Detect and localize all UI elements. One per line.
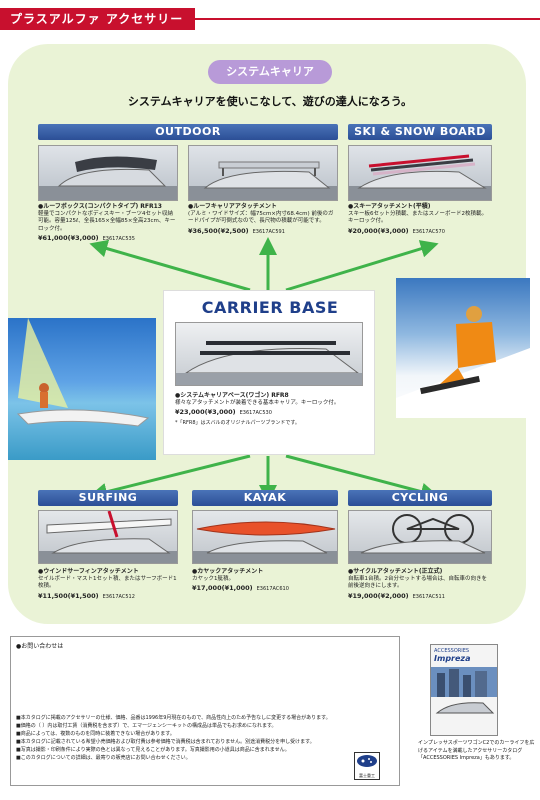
- subaru-logo: 富士重工: [354, 752, 380, 780]
- product-price: ¥11,500(¥1,500): [38, 591, 99, 600]
- carrier-base-title: CARRIER BASE: [201, 298, 339, 317]
- windsurf-attachment-illustration: [39, 511, 177, 563]
- product-price-line: ¥19,000(¥2,000)E3617AC511: [348, 591, 492, 602]
- contact-label: ●お問い合わせは: [16, 643, 64, 650]
- note-item: ■本カタログに記載されている希望小売価格および取付費は参考価格で消費税は含まれて…: [16, 739, 315, 745]
- header-bar: プラスアルファ アクセサリー: [0, 8, 540, 30]
- product-code: E3617AC511: [412, 593, 445, 600]
- product-name: ●システムキャリアベース(ワゴン) RFR8: [175, 392, 289, 399]
- photo-ski-attachment: [348, 145, 492, 201]
- product-price: ¥17,000(¥1,000): [192, 584, 253, 592]
- section-title: システムキャリア: [208, 60, 332, 84]
- product-price-line: ¥17,000(¥1,000)E3617AC610: [192, 584, 338, 594]
- product-code: E3617AC512: [102, 593, 135, 600]
- catalog-thumbnail: ACCESSORIES Impreza: [430, 644, 498, 736]
- product-price: ¥20,000(¥3,000): [348, 226, 409, 235]
- product-ski-attachment: ●スキーアタッチメント(平積) スキー板6セット分積載、またはスノーボード2枚積…: [348, 203, 492, 236]
- arrow-up-left: [89, 239, 251, 292]
- product-price-line: ¥61,000(¥3,000)E3617AC535: [38, 234, 178, 244]
- photo-kayak-attachment: [192, 510, 338, 564]
- product-roof-box: ●ルーフボックス(コンパクトタイプ) RFR13 軽量でコンパクトなボディスキー…: [38, 203, 178, 244]
- photo-cycle-attachment: [348, 510, 492, 564]
- product-name: ●ウインドサーフィンアタッチメント: [38, 568, 139, 575]
- kayak-attachment-illustration: [193, 521, 337, 563]
- product-code: E3617AC535: [102, 236, 135, 242]
- carrier-base-illustration: [176, 341, 362, 385]
- product-code: E3617AC530: [239, 410, 272, 416]
- product-price: ¥23,000(¥3,000): [175, 408, 236, 416]
- page-header-title: プラスアルファ アクセサリー: [0, 8, 195, 30]
- product-description: セイルボード・マスト1セット積、またはサーフボード1枚積。: [38, 575, 177, 590]
- product-code: E3617AC570: [412, 228, 445, 235]
- notes-list: ■本カタログに掲載のアクセサリーの仕様、価格、品番は1996年9月現在のもので、…: [16, 714, 336, 762]
- product-price-line: ¥11,500(¥1,500)E3617AC512: [38, 591, 178, 602]
- product-cycle-attachment: ●サイクルアタッチメント(正立式) 自転車1台積。2台分セットする場合は、自転車…: [348, 568, 492, 601]
- photo-snowboarder: [396, 278, 530, 418]
- product-price: ¥36,500(¥2,500): [188, 226, 249, 235]
- product-name: ●ルーフキャリアアタッチメント: [188, 203, 277, 210]
- arrow-up-right: [285, 240, 439, 292]
- product-name: ●カヤックアタッチメント: [192, 568, 264, 575]
- note-item: ■本カタログに掲載のアクセサリーの仕様、価格、品番は1996年9月現在のもので、…: [16, 715, 331, 721]
- category-cycling: CYCLING: [348, 490, 492, 506]
- snowboarder-illustration: [396, 306, 530, 418]
- arrows-down: [89, 454, 439, 503]
- product-note: *「RFR8」はスバルのオリジナルパーツブランドです。: [175, 419, 300, 426]
- catalog-caption: インプレッサスポーツワゴンC2でのカーライフを広げるアイテムを満載したアクセサリ…: [418, 740, 535, 761]
- ski-attachment-illustration: [349, 154, 491, 200]
- catalog-cover-image: [431, 667, 497, 714]
- lead-copy: システムキャリアを使いこなして、遊びの達人になろう。: [127, 95, 413, 108]
- arrow-down-right: [285, 454, 439, 501]
- roof-box-illustration: [39, 156, 177, 200]
- header-rule: [195, 18, 540, 20]
- category-kayak: KAYAK: [192, 490, 338, 506]
- subaru-logo-icon: [357, 755, 377, 767]
- photo-roof-carrier: [188, 145, 338, 201]
- product-code: E3617AC610: [256, 586, 289, 592]
- windsurfer-illustration: [16, 318, 150, 427]
- photo-windsurfer: [8, 318, 156, 460]
- catalog-title: Impreza: [434, 654, 471, 663]
- note-item: ■写真は撮影・印刷条件により実際の色とは異なって見えることがあります。写真撮影用…: [16, 747, 290, 753]
- note-item: ■価格の（ ）内は取付工賃（消費税を含まず）で、エマージェンシーキットの構成品は…: [16, 723, 277, 729]
- product-name: ●スキーアタッチメント(平積): [348, 203, 431, 210]
- product-price-line: ¥23,000(¥3,000)E3617AC530: [175, 408, 365, 418]
- product-price: ¥61,000(¥3,000): [38, 234, 99, 242]
- product-description: スキー板6セット分積載、またはスノーボード2枚積載。キーロック付。: [348, 210, 488, 225]
- product-kayak-attachment: ●カヤックアタッチメント カヤック1艇積。 ¥17,000(¥1,000)E36…: [192, 568, 338, 594]
- product-code: E3617AC591: [252, 228, 285, 235]
- product-price-line: ¥36,500(¥2,500)E3617AC591: [188, 226, 338, 237]
- photo-carrier-base: [175, 322, 363, 386]
- logo-caption: 富士重工: [359, 773, 375, 778]
- product-price: ¥19,000(¥2,000): [348, 591, 409, 600]
- product-description: カヤック1艇積。: [192, 575, 234, 582]
- contact-box: [10, 636, 400, 786]
- product-windsurf-attachment: ●ウインドサーフィンアタッチメント セイルボード・マスト1セット積、またはサーフ…: [38, 568, 178, 601]
- category-outdoor: OUTDOOR: [38, 124, 338, 140]
- product-name: ●サイクルアタッチメント(正立式): [348, 568, 443, 575]
- cycle-attachment-illustration: [349, 514, 491, 563]
- product-roof-carrier: ●ルーフキャリアアタッチメント (アルミ・ワイドサイズ：幅75cm×内寸68.4…: [188, 203, 338, 236]
- product-carrier-base: ●システムキャリアベース(ワゴン) RFR8 様々なアタッチメントが装着できる基…: [175, 392, 365, 427]
- catalog-label: ACCESSORIES: [434, 648, 470, 654]
- category-ski-snowboard: SKI & SNOW BOARD: [348, 124, 492, 140]
- product-price-line: ¥20,000(¥3,000)E3617AC570: [348, 226, 492, 237]
- product-description: 軽量でコンパクトなボディスキー・ブーツ4セット収納可能。容量125ℓ、全長165…: [38, 210, 176, 232]
- note-item: ■このカタログについての詳細は、最寄りの販売店にお問い合わせください。: [16, 755, 191, 761]
- category-surfing: SURFING: [38, 490, 178, 506]
- photo-roof-box: [38, 145, 178, 201]
- product-name: ●ルーフボックス(コンパクトタイプ) RFR13: [38, 203, 162, 210]
- product-description: 自転車1台積。2台分セットする場合は、自転車の向きを前後逆向きにします。: [348, 575, 488, 590]
- photo-windsurf-attachment: [38, 510, 178, 564]
- arrows-up: [89, 237, 439, 292]
- product-description: (アルミ・ワイドサイズ：幅75cm×内寸68.4cm) 前後のガードパイプが可倒…: [188, 210, 334, 225]
- product-description: 様々なアタッチメントが装着できる基本キャリア。キーロック付。: [175, 399, 340, 406]
- note-item: ■商品によっては、複数のものを同時に装着できない場合があります。: [16, 731, 175, 737]
- arrow-down-left: [89, 454, 251, 501]
- roof-carrier-illustration: [189, 161, 337, 200]
